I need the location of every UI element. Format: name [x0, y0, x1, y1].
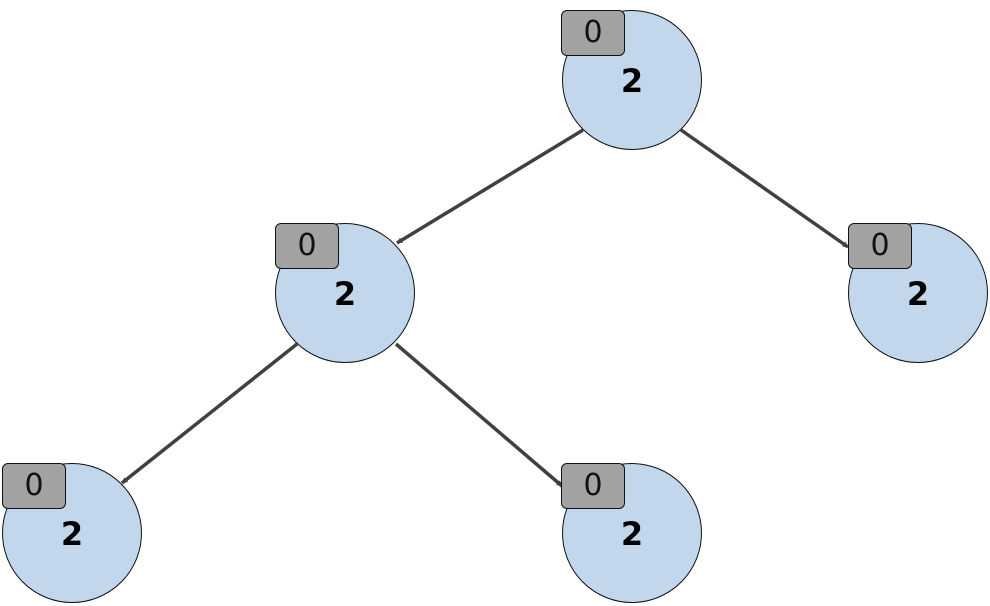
- node-badge-right-grandchild: 0: [561, 463, 625, 509]
- node-value: 2: [906, 275, 930, 313]
- edge-root-to-right-child: [679, 128, 850, 249]
- node-value: 2: [620, 62, 644, 100]
- edge-root-to-left-child: [396, 128, 584, 245]
- edge-left-child-to-right-grandchild: [394, 342, 564, 488]
- node-badge-left-child: 0: [275, 223, 339, 269]
- node-badge-left-grandchild: 0: [2, 463, 66, 509]
- edge-left-child-to-left-grandchild: [120, 342, 299, 485]
- node-value: 2: [60, 515, 84, 553]
- node-value: 2: [333, 275, 357, 313]
- node-value: 2: [620, 515, 644, 553]
- node-badge-root: 0: [561, 10, 625, 56]
- node-badge-right-child: 0: [848, 223, 912, 269]
